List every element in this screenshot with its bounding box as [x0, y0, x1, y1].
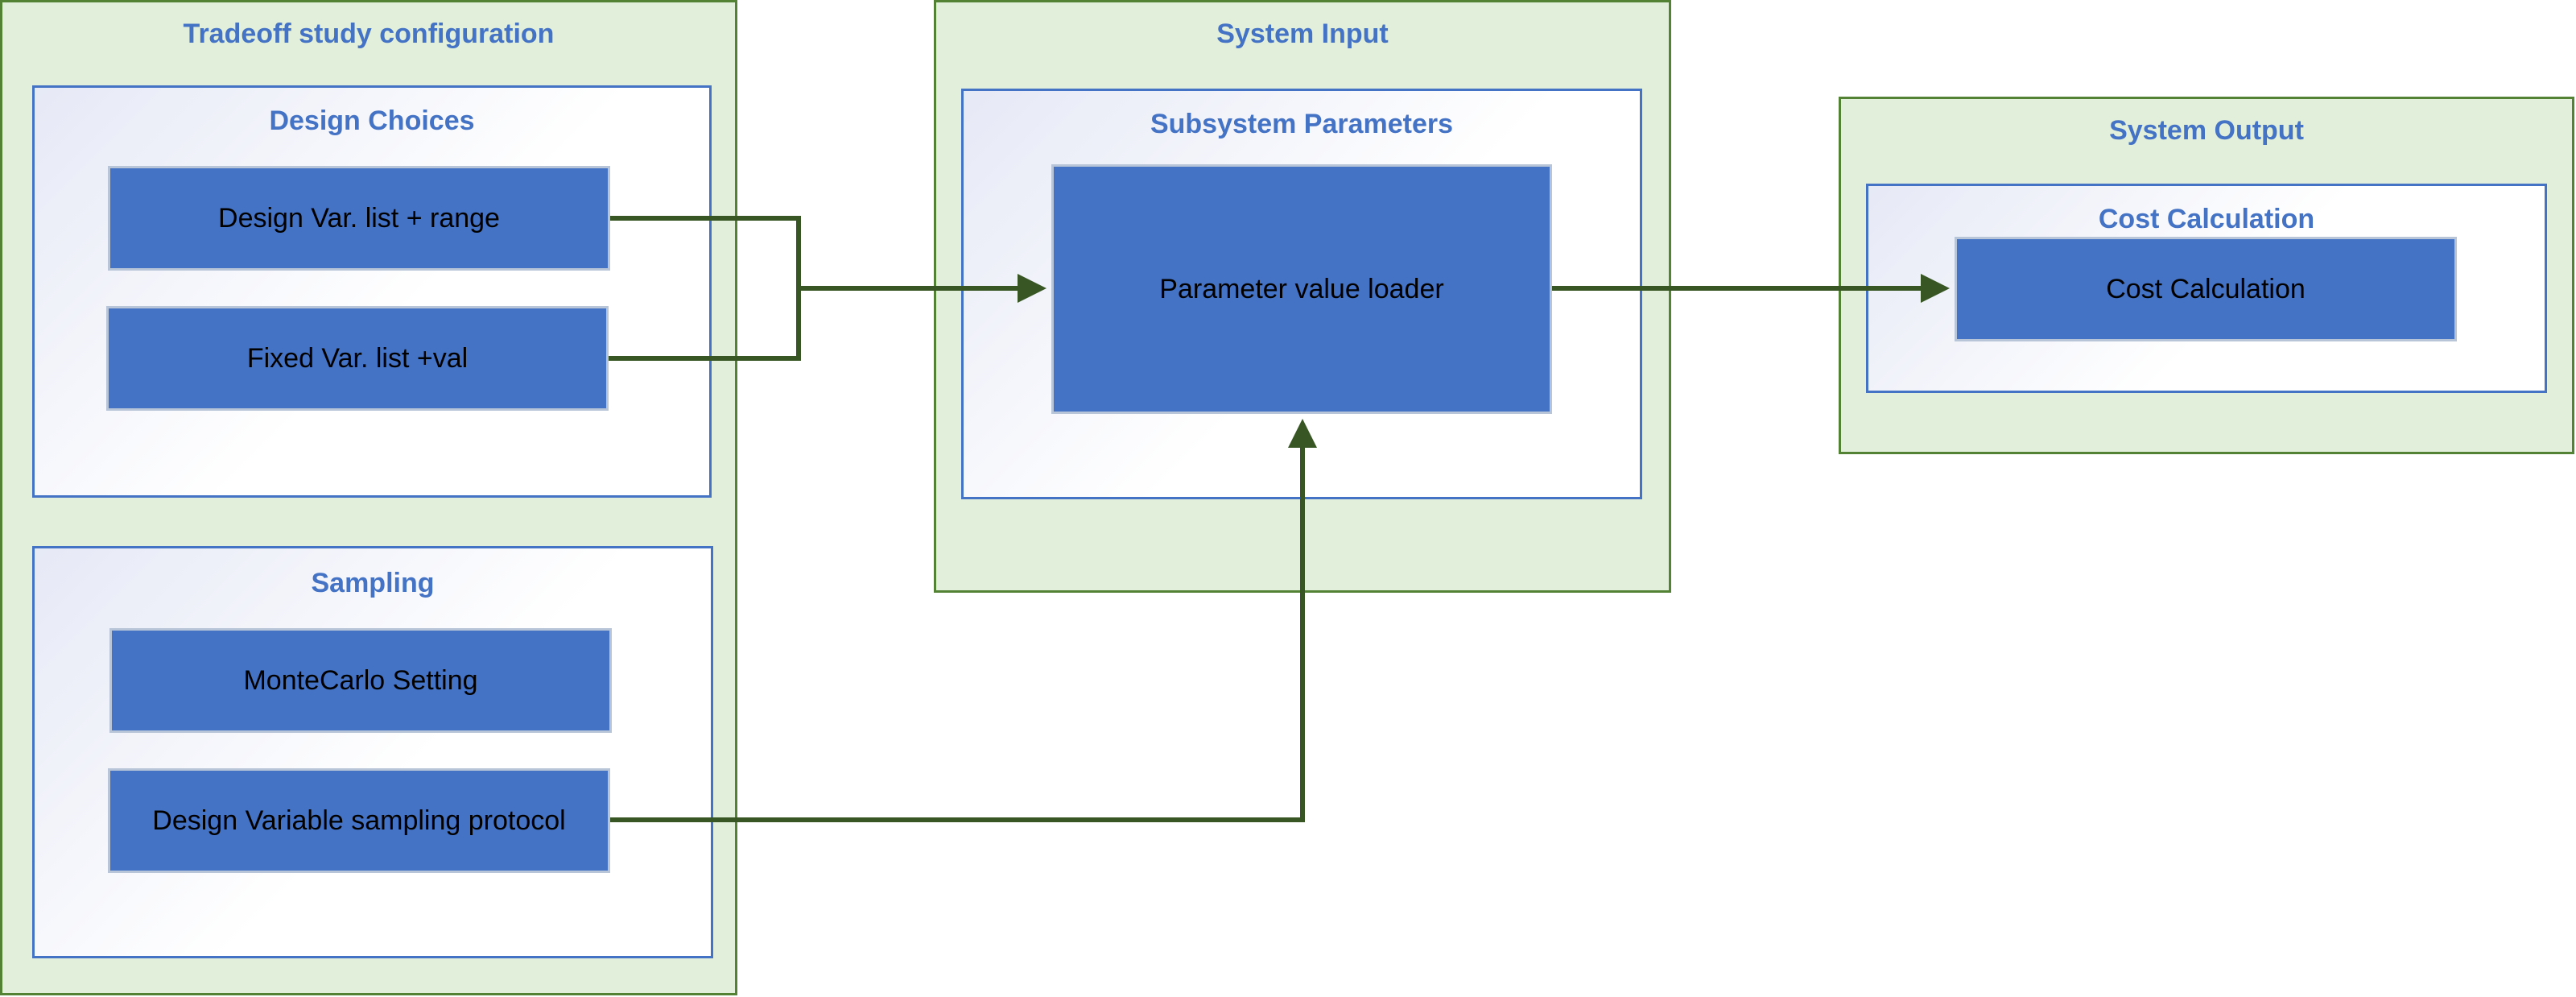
cost-calculation-panel-title: Cost Calculation	[2098, 204, 2315, 234]
parameter-loader-box: Parameter value loader	[1051, 164, 1552, 414]
tradeoff-study-title: Tradeoff study configuration	[183, 19, 555, 49]
system-input-title: System Input	[1216, 19, 1389, 49]
sampling-panel: Sampling	[32, 546, 713, 958]
cost-calculation-box: Cost Calculation	[1955, 237, 2457, 341]
design-choices-panel: Design Choices	[32, 85, 712, 498]
sampling-protocol-box: Design Variable sampling protocol	[108, 768, 610, 873]
fixed-var-box: Fixed Var. list +val	[106, 306, 609, 411]
design-choices-title: Design Choices	[269, 105, 475, 136]
montecarlo-box: MonteCarlo Setting	[109, 628, 612, 733]
subsystem-parameters-title: Subsystem Parameters	[1150, 109, 1454, 139]
sampling-title: Sampling	[311, 568, 435, 598]
system-output-title: System Output	[2109, 115, 2304, 146]
design-var-box: Design Var. list + range	[108, 166, 610, 271]
